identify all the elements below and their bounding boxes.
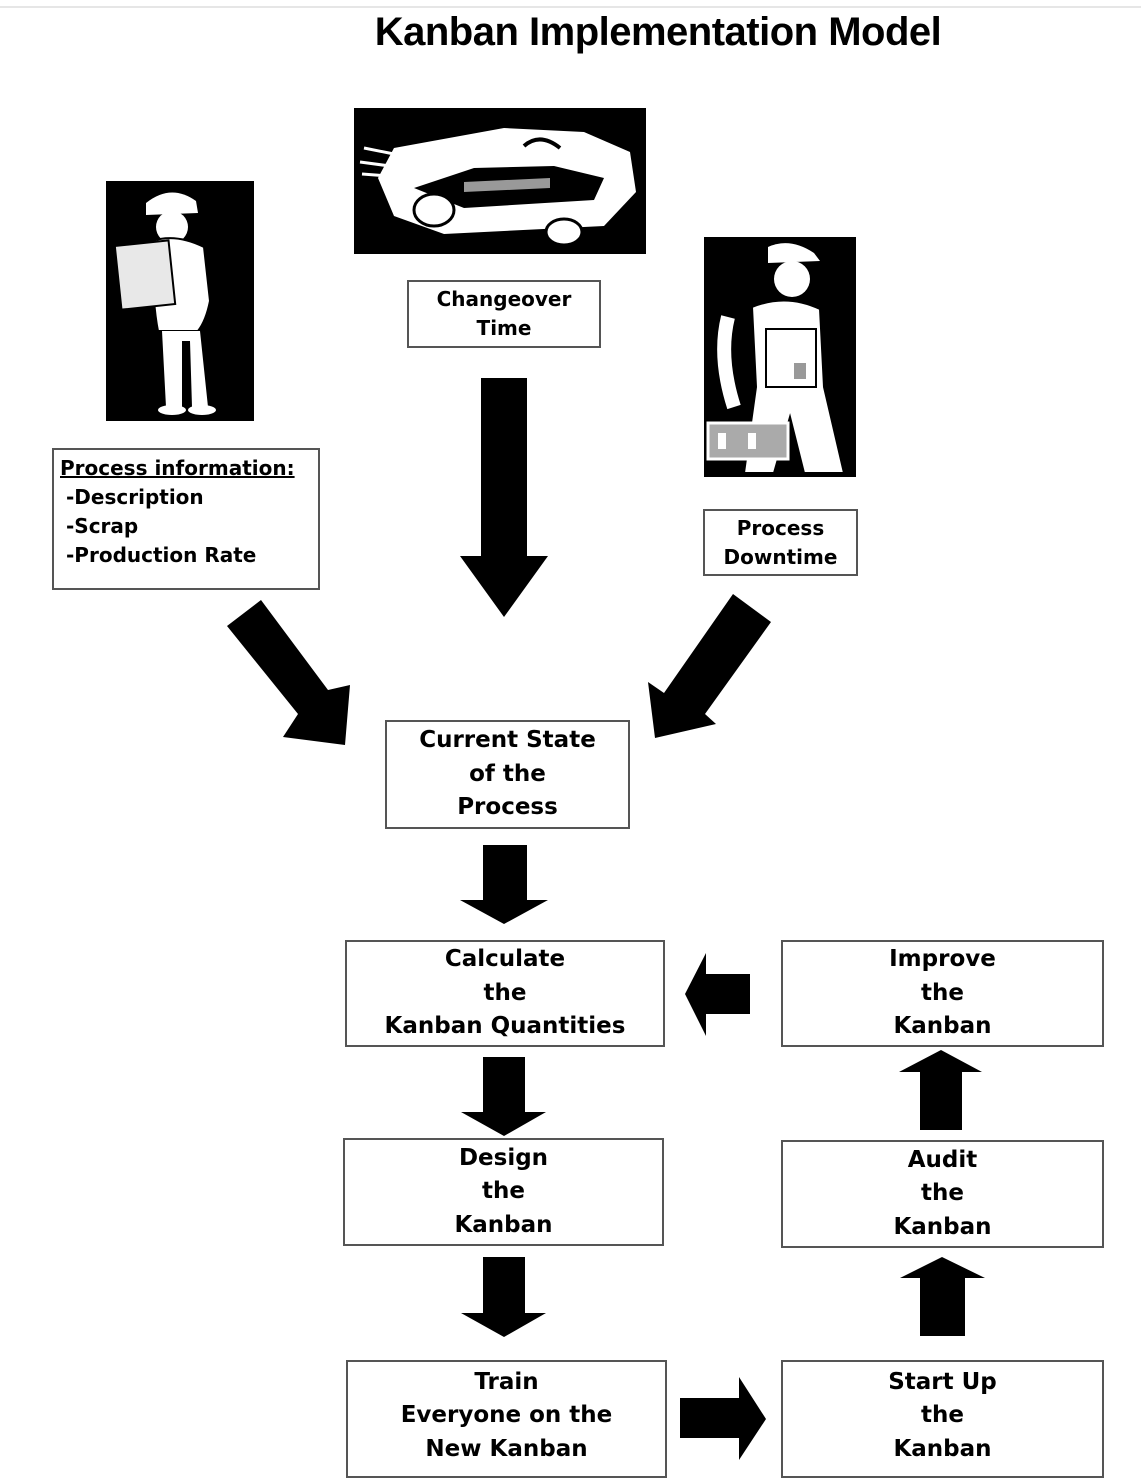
box-line: Audit <box>907 1146 978 1173</box>
box-line: of the <box>469 760 546 787</box>
audit-kanban-box: Audit the Kanban <box>781 1140 1104 1248</box>
box-line: Calculate <box>444 946 566 973</box>
arrow-audit-to-improve <box>899 1050 982 1130</box>
box-line: the <box>921 1402 964 1429</box>
box-line: Start Up <box>888 1369 997 1395</box>
box-line: Design <box>458 1144 549 1171</box>
box-line: New Kanban <box>425 1435 588 1462</box>
box-line: Current State <box>419 727 596 754</box>
box-line: Kanban <box>893 1435 992 1462</box>
process-information-header: Process information: <box>60 456 295 480</box>
mechanic-illustration <box>706 243 846 474</box>
improve-kanban-box: Improve the Kanban <box>781 940 1104 1047</box>
arrow-changeover-to-current <box>460 378 548 617</box>
arrow-train-to-startup <box>680 1377 766 1460</box>
inspector-with-clipboard-icon <box>106 181 254 421</box>
box-line: Kanban Quantities <box>384 1013 626 1040</box>
train-everyone-box: Train Everyone on the New Kanban <box>346 1360 667 1478</box>
arrow-current-to-calculate <box>460 845 548 924</box>
page-title: Kanban Implementation Model <box>374 10 942 54</box>
start-up-kanban-box: Start Up the Kanban <box>781 1360 1104 1478</box>
box-line: Changeover <box>436 287 572 311</box>
box-line: Process <box>457 794 558 821</box>
process-information-item: -Scrap <box>66 514 139 538</box>
arrow-startup-to-audit <box>900 1257 985 1336</box>
process-information-item: -Production Rate <box>66 543 257 567</box>
box-line: the <box>921 979 964 1006</box>
inspector-illustration <box>113 192 216 415</box>
box-line: Kanban <box>454 1211 553 1238</box>
box-line: Everyone on the <box>400 1402 613 1429</box>
changeover-time-box: Changeover Time <box>407 280 601 348</box>
mechanic-with-toolbox-icon <box>704 237 856 477</box>
box-line: Improve <box>889 946 996 973</box>
box-line: Train <box>474 1369 539 1395</box>
box-line: the <box>921 1180 964 1207</box>
arrow-info-to-current <box>227 600 350 745</box>
design-kanban-box: Design the Kanban <box>343 1138 664 1246</box>
arrow-downtime-to-current <box>648 594 771 738</box>
process-downtime-box: Process Downtime <box>703 509 858 576</box>
process-information-box: Process information: -Description -Scrap… <box>52 448 320 590</box>
race-car-icon <box>354 108 646 254</box>
box-line: the <box>483 979 527 1006</box>
box-line: the <box>482 1178 525 1205</box>
box-line: Process <box>736 515 825 540</box>
box-line: Downtime <box>723 544 838 569</box>
arrow-improve-to-calculate <box>685 953 750 1036</box>
arrow-calculate-to-design <box>461 1057 546 1136</box>
box-line: Time <box>476 316 532 340</box>
box-line: Kanban <box>893 1213 992 1240</box>
box-line: Kanban <box>893 1013 992 1040</box>
calculate-kanban-quantities-box: Calculate the Kanban Quantities <box>345 940 665 1047</box>
current-state-box: Current State of the Process <box>385 720 630 829</box>
process-information-item: -Description <box>66 485 204 509</box>
top-rule <box>0 6 1141 8</box>
arrow-design-to-train <box>461 1257 546 1337</box>
race-car-illustration <box>359 128 636 247</box>
